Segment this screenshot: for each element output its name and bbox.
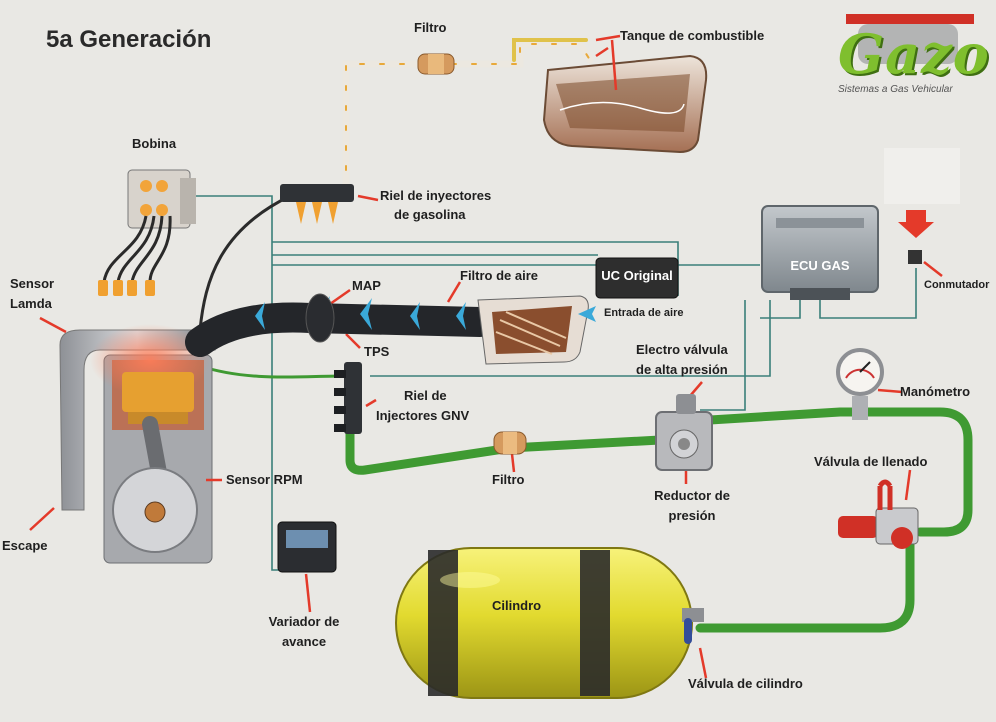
ecu-gas-module	[761, 205, 879, 300]
label-riel-gnv-2: Injectores GNV	[376, 408, 470, 423]
gasoline-injector-rail	[280, 184, 354, 224]
engine-block	[59, 324, 216, 564]
label-conmutador: Conmutador	[924, 279, 990, 291]
label-tps: TPS	[364, 344, 390, 359]
wire-tps	[370, 300, 771, 377]
label-electro-valvula-2: de alta presión	[636, 362, 728, 377]
label-electro-valvula-1: Electro válvula	[636, 342, 728, 357]
gas-cylinder	[395, 547, 704, 699]
label-filtro-mid: Filtro	[492, 472, 525, 487]
label-cilindro: Cilindro	[492, 598, 542, 613]
label-variador-1: Variador de	[268, 614, 340, 629]
gas-line-manometro	[705, 407, 973, 537]
label-sensor-lamda-1: Sensor	[10, 276, 55, 291]
fuel-line-return	[512, 38, 588, 62]
label-escape: Escape	[2, 538, 48, 553]
label-reductor-2: presión	[668, 508, 716, 523]
pressure-gauge	[836, 348, 884, 420]
label-variador-2: avance	[281, 634, 327, 649]
fuel-lines	[198, 38, 594, 332]
gas-lines	[345, 407, 973, 633]
label-reductor-1: Reductor de	[654, 488, 730, 503]
label-tanque: Tanque de combustible	[620, 28, 765, 43]
label-sensor-rpm: Sensor RPM	[226, 472, 303, 487]
wire-bobina-ecu	[190, 195, 282, 571]
gnv-injector-rail	[334, 362, 362, 434]
green-signal-line	[199, 364, 346, 379]
fuel-line-inj	[198, 194, 292, 332]
label-riel-gasolina-1: Riel de inyectores	[380, 188, 492, 203]
label-riel-gasolina-2: de gasolina	[394, 207, 466, 222]
wire-conmutador	[819, 268, 917, 319]
label-valvula-llenado: Válvula de llenado	[814, 454, 928, 469]
intake-hose	[185, 293, 495, 357]
label-filtro-aire: Filtro de aire	[460, 268, 539, 283]
label-ecu-gas: ECU GAS	[790, 258, 850, 273]
brand-tagline: Sistemas a Gas Vehicular	[838, 84, 953, 95]
fuel-tank	[542, 54, 708, 154]
logo-mark	[846, 14, 974, 64]
gas-filter	[493, 431, 527, 455]
gas-line-cilindro	[695, 540, 915, 633]
filling-valve	[838, 479, 919, 549]
conmutador-switch	[884, 148, 960, 264]
wire-electrovalve	[700, 300, 746, 411]
label-map: MAP	[352, 278, 381, 293]
ignition-coil	[98, 169, 196, 296]
page-title: 5a Generación	[46, 26, 212, 53]
label-riel-gnv-1: Riel de	[404, 388, 447, 403]
variador-avance	[277, 521, 337, 573]
uc-original-module	[595, 257, 679, 299]
fuel-filter-top	[417, 53, 455, 75]
label-filtro-top: Filtro	[414, 20, 447, 35]
pointer-lines	[29, 34, 943, 679]
gas-line-riel	[345, 425, 665, 475]
label-entrada-aire: Entrada de aire	[604, 307, 684, 319]
label-valvula-cilindro: Válvula de cilindro	[688, 676, 803, 691]
label-manometro: Manómetro	[900, 384, 971, 399]
pressure-reducer	[655, 394, 713, 471]
brand-logo: Gazo	[838, 22, 990, 86]
wire-ecu-bottom	[760, 298, 801, 319]
air-filter	[477, 295, 596, 365]
label-sensor-lamda-2: Lamda	[10, 296, 52, 311]
label-uc-original: UC Original	[601, 268, 673, 283]
label-bobina: Bobina	[132, 136, 177, 151]
